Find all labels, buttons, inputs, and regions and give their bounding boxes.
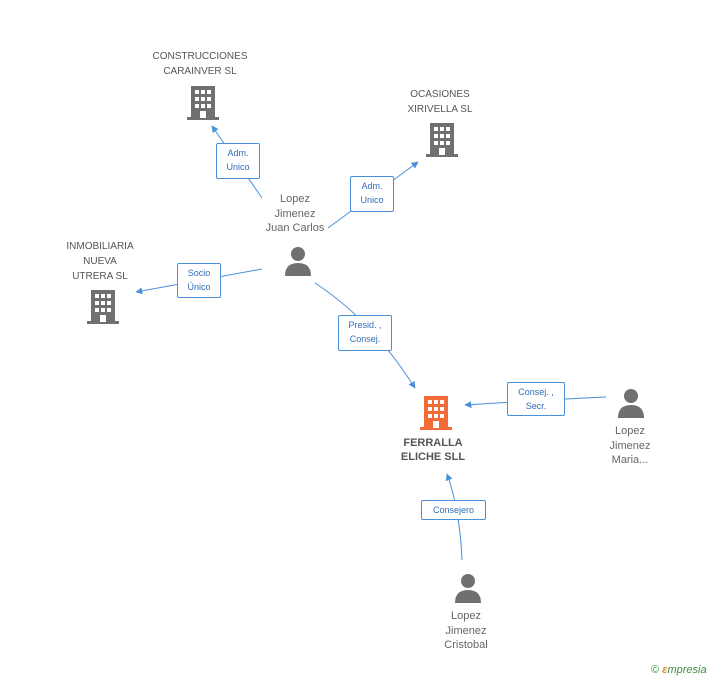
- brand-logo-mark: ε: [662, 664, 668, 676]
- copyright-symbol: ©: [651, 664, 660, 676]
- brand-logo: © εmpresia: [651, 664, 707, 676]
- company-label-inmobiliaria[interactable]: INMOBILIARIA NUEVA UTRERA SL: [66, 241, 134, 282]
- building-icon[interactable]: [187, 86, 219, 120]
- edge-label-consej-secr: Consej. , Secr.: [507, 382, 565, 416]
- person-label-juan-carlos[interactable]: Lopez Jimenez Juan Carlos: [265, 193, 325, 234]
- person-label-cristobal[interactable]: Lopez Jimenez Cristobal: [444, 610, 488, 651]
- person-icon[interactable]: [453, 573, 483, 603]
- brand-name: mpresia: [667, 664, 707, 676]
- building-icon[interactable]: [426, 123, 458, 157]
- company-label-ferralla[interactable]: FERRALLA ELICHE SLL: [400, 437, 466, 463]
- person-icon[interactable]: [616, 388, 646, 418]
- edge-label-adm-unico: Adm. Unico: [216, 143, 260, 179]
- person-label-maria[interactable]: Lopez Jimenez Maria...: [609, 425, 651, 466]
- edge-label-presid-consej: Presid. , Consej.: [338, 315, 392, 351]
- edge-label-consejero: Consejero: [421, 500, 486, 520]
- company-label-ocasiones[interactable]: OCASIONES XIRIVELLA SL: [407, 89, 473, 115]
- edge-label-socio-unico: Socio Único: [177, 263, 221, 298]
- edge-label-adm-unico: Adm. Unico: [350, 176, 394, 212]
- building-icon[interactable]: [87, 290, 119, 324]
- building-icon[interactable]: [420, 396, 452, 430]
- company-label-construcciones[interactable]: CONSTRUCCIONES CARAINVER SL: [152, 51, 248, 77]
- person-icon[interactable]: [283, 246, 313, 276]
